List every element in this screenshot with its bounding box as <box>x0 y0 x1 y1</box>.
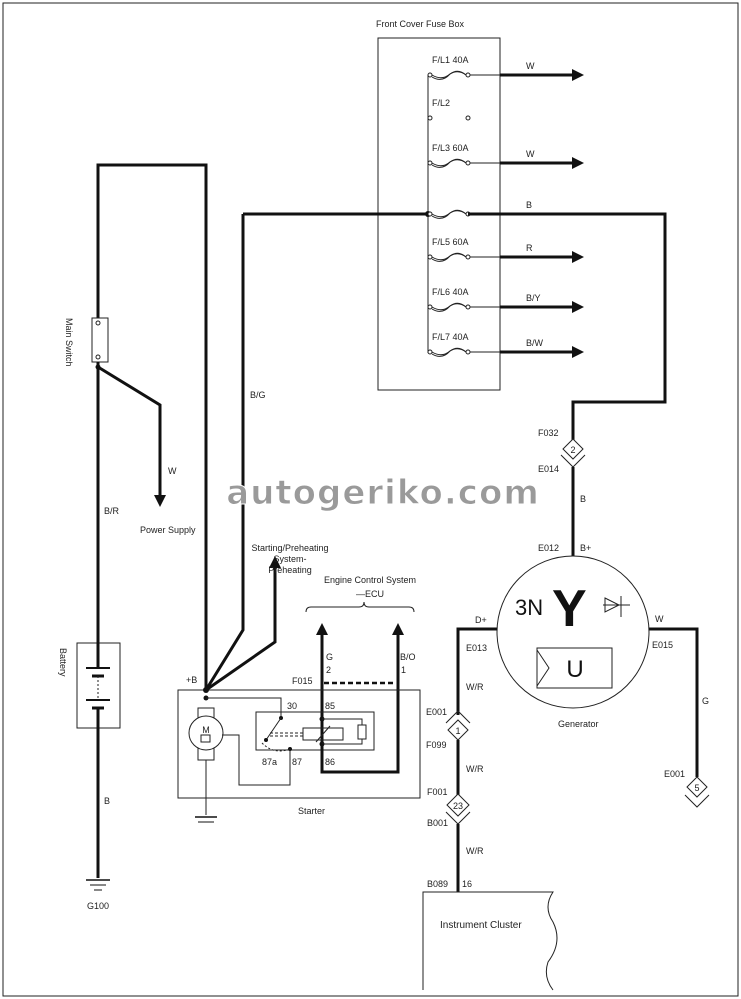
wire-label: W/R <box>466 682 484 692</box>
wire-label: R <box>526 243 533 253</box>
cluster-circuit: W/R E001 1 F099 W/R F001 23 B001 W/R B08… <box>422 627 558 991</box>
fuse-3: F/L3 60A W <box>427 143 584 169</box>
wire-label: B/G <box>250 390 266 400</box>
instrument-cluster-label: Instrument Cluster <box>440 920 522 931</box>
connector-label: F099 <box>426 740 447 750</box>
pin-label: 86 <box>325 757 335 767</box>
fuse-label: F/L1 40A <box>432 55 469 65</box>
connector-label: E001 <box>426 707 447 717</box>
main-switch <box>91 317 109 363</box>
fuse-label: F/L5 60A <box>432 237 469 247</box>
starting-label: System- <box>273 554 306 564</box>
fuse-label: F/L2 <box>432 98 450 108</box>
relay <box>255 711 375 751</box>
fuse-7: F/L7 40A B/W <box>427 332 584 358</box>
pin-label: 87 <box>292 757 302 767</box>
fuse-label: F/L3 60A <box>432 143 469 153</box>
brace <box>305 601 415 613</box>
connector-number: 5 <box>694 783 699 793</box>
pin-label: 30 <box>287 701 297 711</box>
pin-label: 85 <box>325 701 335 711</box>
watermark: autogeriko.com <box>226 473 540 513</box>
starter: +B M 30 85 87a 87 86 Starter <box>177 675 421 823</box>
fuse-label: F/L6 40A <box>432 287 469 297</box>
wire-label: W/R <box>466 846 484 856</box>
wire-label: W <box>168 466 177 476</box>
wire-label: G <box>702 696 709 706</box>
ground-icon <box>86 879 110 891</box>
wire-label: W <box>526 149 535 159</box>
pin-label: B+ <box>580 543 591 553</box>
connector-label: E013 <box>466 643 487 653</box>
connector-label: F001 <box>427 787 448 797</box>
main-switch-label: Main Switch <box>64 318 74 367</box>
wire-label: W <box>526 61 535 71</box>
wire-label: W/R <box>466 764 484 774</box>
diode-icon <box>603 596 630 617</box>
starter-label: Starter <box>298 806 325 816</box>
battery-label: Battery <box>58 648 68 677</box>
fuse-box: Front Cover Fuse Box F/L1 40A W F/L2F/L3 6… <box>243 19 667 440</box>
power-supply-label: Power Supply <box>140 525 196 535</box>
wire-label: B <box>104 796 110 806</box>
generator-label: Generator <box>558 719 599 729</box>
fuse-box-title: Front Cover Fuse Box <box>376 19 465 29</box>
ecu-label: —ECU <box>356 589 384 599</box>
connector-label: E014 <box>538 464 559 474</box>
connector-5: 5 <box>684 776 710 808</box>
connector-1: 1 <box>445 710 471 741</box>
wire-label: B <box>580 494 586 504</box>
ground-icon <box>195 816 217 823</box>
wire-label: B/Y <box>526 293 541 303</box>
wye-symbol: Y <box>552 580 587 638</box>
wire-label: G <box>326 652 333 662</box>
connector-2: 2 <box>560 438 586 468</box>
fuse-label: F/L7 40A <box>432 332 469 342</box>
pin-label: 2 <box>326 665 331 675</box>
connector-label: E001 <box>664 769 685 779</box>
fuse-5: F/L5 60A R <box>427 237 584 263</box>
plus-b-label: +B <box>186 675 197 685</box>
connector-label: B001 <box>427 818 448 828</box>
main-switch-circuit: Main Switch W Power Supply B/R Battery B… <box>58 163 208 911</box>
connector-23: 23 <box>445 793 471 825</box>
pin-label: D+ <box>475 615 487 625</box>
fuse-4: B <box>427 200 532 219</box>
three-phase-symbol: 3N <box>515 595 543 620</box>
regulator-symbol: U <box>566 656 583 683</box>
wire-label: B/R <box>104 506 120 516</box>
pin-label: 16 <box>462 879 472 889</box>
ecu-label: Engine Control System <box>324 575 416 585</box>
motor-icon: M <box>202 725 210 735</box>
connector-number: 1 <box>455 726 460 736</box>
generator: F032 2 E014 B E012 B+ 3N Y U Generator D… <box>466 428 710 808</box>
pin-label: W <box>655 614 664 624</box>
connector-label: F032 <box>538 428 559 438</box>
connector-number: 23 <box>453 801 463 811</box>
connector-number: 2 <box>570 445 575 455</box>
starting-label: Starting/Preheating <box>251 543 328 553</box>
wire-label: B/W <box>526 338 544 348</box>
fuse-1: F/L1 40A W <box>427 55 584 81</box>
pin-label: 87a <box>262 757 277 767</box>
fuse-6: F/L6 40A B/Y <box>427 287 584 313</box>
instrument-cluster <box>422 891 558 991</box>
fuse-2: F/L2 <box>427 98 471 121</box>
connector-label: E015 <box>652 640 673 650</box>
ground-label: G100 <box>87 901 109 911</box>
pin-label: 1 <box>401 665 406 675</box>
wire-label: B/O <box>400 652 416 662</box>
regulator <box>536 647 613 689</box>
connector-label: B089 <box>427 879 448 889</box>
connector-label: F015 <box>292 676 313 686</box>
wire-label: B <box>526 200 532 210</box>
connector-label: E012 <box>538 543 559 553</box>
starting-label: Preheating <box>268 565 312 575</box>
